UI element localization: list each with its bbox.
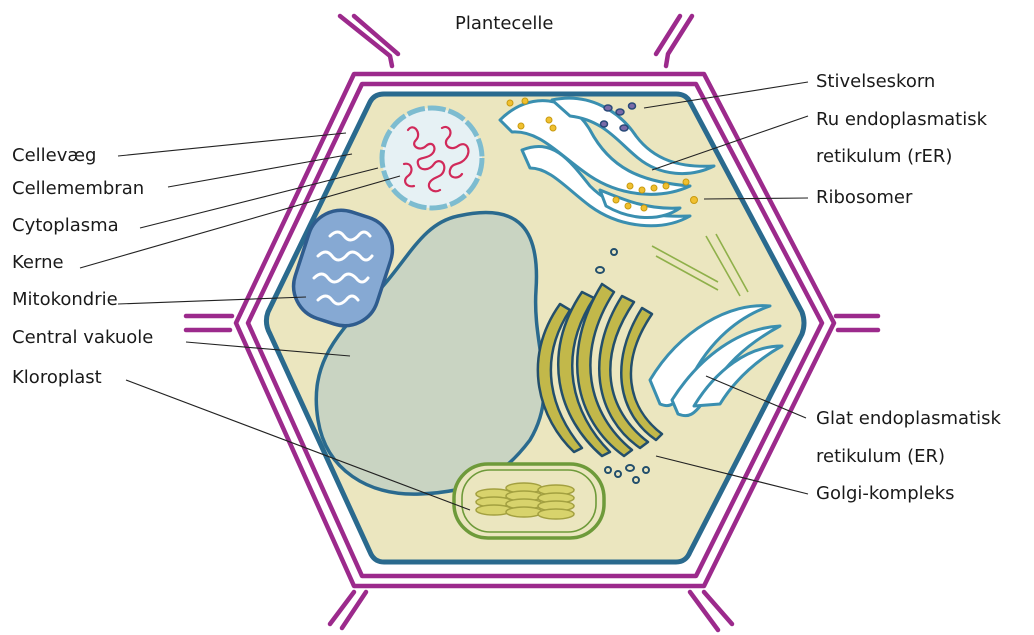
nucleus [382,108,482,208]
label-golgi: Golgi-kompleks [816,483,955,504]
ribosome [691,197,698,204]
ribosome [639,187,645,193]
label-mitokondrie: Mitokondrie [12,289,118,310]
starch-grain [604,105,612,111]
ribosome [641,205,647,211]
thylakoid-stacks [476,483,574,519]
starch-grain [616,109,624,115]
label-cytoplasma: Cytoplasma [12,215,119,236]
label-kloroplast: Kloroplast [12,367,102,388]
label-ru-er-line2: retikulum (rER) [816,146,952,167]
ribosome [522,98,528,104]
cell-wall-neighbour-br-2 [690,592,718,630]
chloroplast [454,464,604,538]
ribosome [683,179,689,185]
label-ru-er-line1: Ru endoplasmatisk [816,109,988,130]
ribosome [625,203,631,209]
ribosome [550,125,556,131]
label-kerne: Kerne [12,252,64,273]
label-ribosomer: Ribosomer [816,187,913,208]
ribosome [613,197,619,203]
label-stivelseskorn: Stivelseskorn [816,71,935,92]
starch-grain [629,103,636,109]
label-glat-er-line2: retikulum (ER) [816,446,945,467]
diagram-title: Plantecelle [455,13,553,34]
leader-cellevaeg [118,133,346,156]
ribosome [546,117,552,123]
ribosome [627,183,633,189]
ribosome [507,100,513,106]
label-cellemembran: Cellemembran [12,178,144,199]
label-glat-er-line1: Glat endoplasmatisk [816,408,1002,429]
label-cellevaeg: Cellevæg [12,145,96,166]
ribosome [518,123,524,129]
thylakoid [506,507,542,517]
cell-wall-neighbour-tr-1 [666,16,692,66]
starch-grain [601,121,608,127]
thylakoid [538,509,574,519]
ribosome [651,185,657,191]
ribosome [663,183,669,189]
cell-wall-neighbour-tr-2 [656,16,680,54]
label-central-vakuole: Central vakuole [12,327,153,348]
starch-grain [620,125,628,131]
cell-wall-neighbour-bl-2 [342,592,366,628]
